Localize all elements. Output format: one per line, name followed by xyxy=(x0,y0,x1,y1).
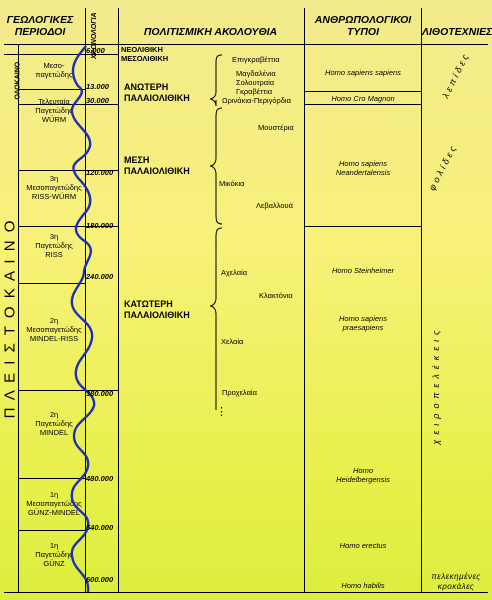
human-cro-magnon: Homo Cro Magnon xyxy=(331,94,395,103)
period-2: 3η Μεσοπαγετώδης RISS-WÜRM xyxy=(26,174,82,201)
chronology-column-border xyxy=(85,8,86,592)
brace-middle xyxy=(209,107,223,225)
header-lithic: ΛΙΘΟΤΕΧΝΙΕΣ xyxy=(422,26,492,38)
stage-neolithic: ΝΕΟΛΙΘΙΚΗ xyxy=(121,45,163,54)
culture-micoquian: Μικόκια xyxy=(219,179,245,188)
human-erectus: Homo erectus xyxy=(339,541,387,550)
climate-curve-line xyxy=(70,45,96,593)
brace-upper xyxy=(209,54,223,107)
date-480000: 480.000 xyxy=(86,474,114,483)
period-0: Μεσο- παγετώδης xyxy=(35,61,73,79)
sep-upper-right2 xyxy=(304,91,421,92)
human-steinheimer: Homo Steinheimer xyxy=(331,266,395,275)
stage-middle-paleolithic: ΜΕΣΗ ΠΑΛΑΙΟΛΙΘΙΚΗ xyxy=(124,155,190,176)
sep-480000 xyxy=(18,478,85,479)
date-380000: 380.000 xyxy=(86,389,114,398)
date-180000: 180.000 xyxy=(86,221,114,230)
header-rule xyxy=(4,44,488,45)
stage-lower-paleolithic: ΚΑΤΩΤΕΡΗ ΠΑΛΑΙΟΛΙΘΙΚΗ xyxy=(124,299,190,320)
human-habilis: Homo habilis xyxy=(341,581,385,590)
culture-continuation: ⋮ xyxy=(216,406,227,418)
human-sapiens-sapiens: Homo sapiens sapiens xyxy=(325,68,401,77)
culture-clactonian: Κλακτόνια xyxy=(259,291,293,300)
period-7: 1η Παγετώδης GÜNZ xyxy=(35,541,73,568)
date-240000: 240.000 xyxy=(86,272,114,281)
sep-240000 xyxy=(18,283,85,284)
date-120000: 120.000 xyxy=(86,168,114,177)
bottom-rule xyxy=(4,592,488,593)
stage-mesolithic: ΜΕΣΟΛΙΘΙΚΗ xyxy=(121,54,169,63)
culture-mousterian: Μουστέρια xyxy=(258,123,294,132)
lithic-pebbles: πελεκημένες κροκάλες xyxy=(431,572,481,591)
culture-acheulean: Αχελαία xyxy=(221,268,248,277)
sep-upper-right xyxy=(304,104,421,105)
date-6000: 6.000 xyxy=(86,46,105,55)
culture-levallois: Λεβαλλουά xyxy=(256,201,293,210)
header-anthropological: ΑΝΘΡΩΠΟΛΟΓΙΚΟΙ ΤΥΠΟΙ xyxy=(314,14,412,38)
culture-epigravettian: Επιγκραβέττια xyxy=(232,55,280,64)
culture-magdalenian: Μαγδαλένια xyxy=(236,69,276,78)
date-30000: 30.000 xyxy=(86,96,109,105)
period-6: 1η Μεσοπαγετώδης GÜNZ-MINDEL xyxy=(26,490,82,517)
culture-aurignacian: Ωρινάκια-Περιγόρδια xyxy=(222,96,291,105)
period-5: 2η Παγετώδης MINDEL xyxy=(35,410,73,437)
culture-gravettian: Γκραβέττια xyxy=(236,87,273,96)
sep-120000 xyxy=(18,170,118,171)
header-cultural: ΠΟΛΙΤΙΣΜΙΚΗ ΑΚΟΛΟΥΘΙΑ xyxy=(143,26,278,38)
date-540000: 540.000 xyxy=(86,523,114,532)
human-neanderthalensis: Homo sapiens Neandertalensis xyxy=(335,159,391,177)
header-geology: ΓΕΩΛΟΓΙΚΕΣ ΠΕΡΙΟΔΟΙ xyxy=(6,14,74,38)
sep-30000 xyxy=(18,104,118,105)
anthropology-right-border xyxy=(421,8,422,592)
culture-solutrean: Σολουτραία xyxy=(236,78,275,87)
human-praesapiens: Homo sapiens praesapiens xyxy=(339,314,387,332)
brace-lower xyxy=(209,227,223,410)
sep-holocene xyxy=(4,54,119,55)
period-4: 2η Μεσοπαγετώδης MINDEL-RISS xyxy=(26,316,82,343)
sep-540000 xyxy=(18,530,85,531)
period-3: 3η Παγετώδης RISS xyxy=(35,232,73,259)
culture-pre-acheulean: Προχελαία xyxy=(222,388,257,397)
anthropology-left-border xyxy=(304,8,305,592)
lithic-handaxes: χειροπελέκεις xyxy=(431,325,441,445)
sep-380000 xyxy=(18,390,118,391)
period-1: Τελευταία Παγετώδης WÜRM xyxy=(35,97,73,124)
cultural-column-border xyxy=(118,8,119,592)
stage-upper-paleolithic: ΑΝΩΤΕΡΗ ΠΑΛΑΙΟΛΙΘΙΚΗ xyxy=(124,82,190,103)
sep-180000-right xyxy=(304,226,421,227)
sep-180000 xyxy=(18,226,118,227)
human-heidelbergensis: Homo Heidelbergensis xyxy=(336,466,390,484)
sep-13000 xyxy=(18,89,85,90)
culture-chellean: Χελαία xyxy=(221,337,244,346)
date-13000: 13.000 xyxy=(86,82,109,91)
epoch-column-border xyxy=(18,44,19,592)
date-600000: 600.000 xyxy=(86,575,114,584)
